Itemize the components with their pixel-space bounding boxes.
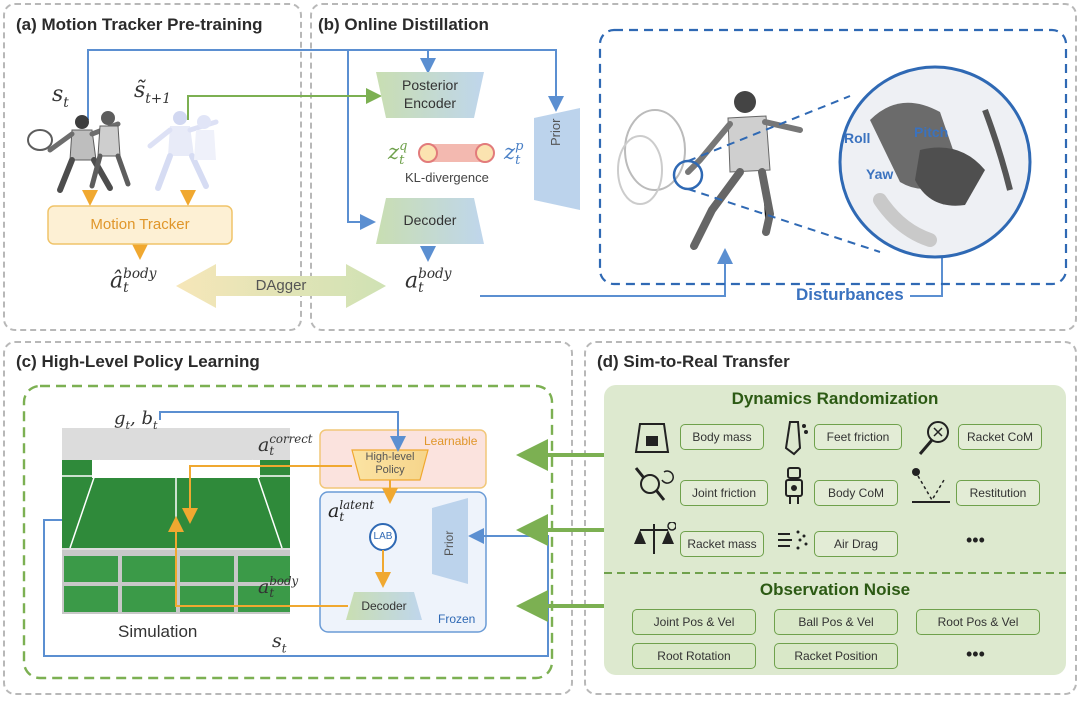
roll-label: Roll [844, 130, 871, 146]
panel-c-frame [3, 341, 573, 695]
ball-bounce-icon [912, 468, 950, 503]
racket-icon [918, 421, 949, 455]
yaw-label: Yaw [866, 166, 894, 182]
ball-pos-vel-box: Ball Pos & Vel [774, 609, 898, 635]
air-drag-icon [778, 530, 808, 550]
body-mass-icon [634, 423, 670, 453]
root-pos-vel-box: Root Pos & Vel [916, 609, 1040, 635]
scale-icon [634, 522, 676, 554]
frozen-label: Frozen [438, 612, 476, 626]
body-mass-box: Body mass [680, 424, 764, 450]
panel-a-title: (a) Motion Tracker Pre-training [16, 15, 263, 34]
joint-icon [634, 467, 674, 501]
policy-line2: Policy [375, 464, 405, 476]
panel-c-graphics [22, 384, 554, 680]
disturbances-label: Disturbances [796, 285, 904, 304]
panel-d-frame [584, 341, 1077, 695]
robot-tennis-figure [617, 91, 803, 250]
racket-position-box: Racket Position [774, 643, 898, 669]
kl-divergence-label: KL-divergence [405, 170, 489, 185]
panel-d-title: (d) Sim-to-Real Transfer [597, 352, 790, 371]
top-connectors [27, 28, 1068, 308]
posterior-line2: Encoder [403, 95, 457, 111]
body-com-box: Body CoM [814, 480, 898, 506]
feet-friction-box: Feet friction [814, 424, 902, 450]
panel-b-title: (b) Online Distillation [318, 15, 489, 34]
motion-tracker-label: Motion Tracker [90, 216, 190, 233]
joint-pos-vel-box: Joint Pos & Vel [632, 609, 756, 635]
s-t-c: st [272, 630, 287, 656]
lab-label: LAB [373, 531, 393, 542]
state-s-t: st [52, 82, 69, 112]
panel-c-title: (c) High-Level Policy Learning [16, 352, 260, 371]
pitch-label: Pitch [914, 124, 949, 140]
decoder-c-label: Decoder [361, 599, 407, 613]
state-s-tilde-t1: s̃t+1 [134, 78, 171, 108]
dynamics-title: Dynamics Randomization [731, 389, 939, 408]
decoder-label: Decoder [403, 212, 457, 228]
more-dynamics: ••• [966, 530, 985, 550]
posterior-encoder-label: Posterior Encoder [376, 76, 484, 112]
root-rotation-box: Root Rotation [632, 643, 756, 669]
prior-label: Prior [548, 118, 563, 146]
wrist-joint-closeup [870, 102, 1013, 247]
policy-line1: High-level [365, 451, 415, 463]
prior-shape [534, 108, 580, 210]
more-observation: ••• [966, 644, 985, 664]
policy-label: High-level Policy [352, 451, 428, 477]
decoder-shape [376, 198, 484, 244]
learnable-label: Learnable [424, 434, 478, 448]
restitution-box: Restitution [956, 480, 1040, 506]
observation-title: Observation Noise [759, 580, 911, 599]
panel-a-frame [3, 3, 302, 331]
racket-mass-box: Racket mass [680, 531, 764, 557]
dagger-label: DAgger [255, 277, 307, 294]
g-b-label: gt, bt [114, 408, 158, 433]
prior-c-label: Prior [442, 530, 456, 556]
robot-icon [785, 467, 803, 504]
joint-friction-box: Joint friction [680, 480, 768, 506]
robot-target-figure [147, 111, 219, 191]
posterior-line1: Posterior [401, 77, 459, 93]
posterior-encoder-shape [376, 72, 484, 118]
foot-icon [784, 421, 808, 456]
panel-d-graphics [516, 385, 1066, 675]
panel-b-frame [310, 3, 1077, 331]
simulation-label: Simulation [118, 622, 198, 641]
racket-com-box: Racket CoM [958, 424, 1042, 450]
robot-st-figure [27, 111, 131, 193]
air-drag-box: Air Drag [814, 531, 898, 557]
